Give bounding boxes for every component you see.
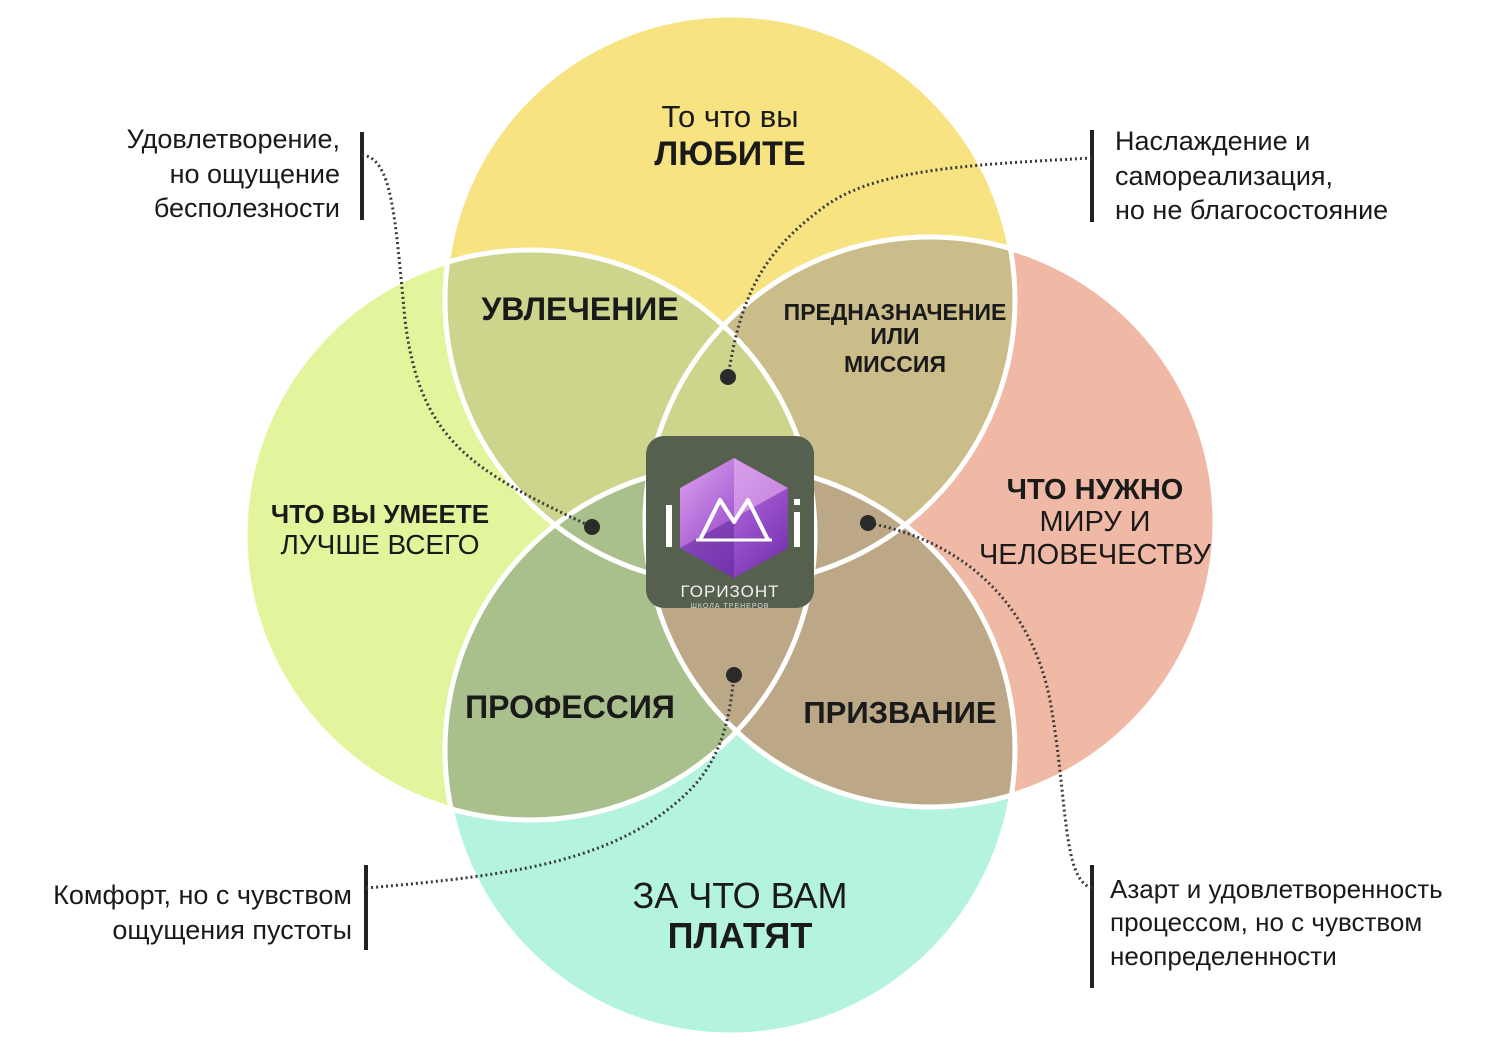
hexagon-mountain-icon (666, 458, 800, 578)
label-passion: УВЛЕЧЕНИЕ (481, 291, 679, 327)
label-profession: ПРОФЕССИЯ (465, 689, 675, 725)
note-top-left-line3: бесполезности (153, 193, 340, 224)
pointer-dot (584, 519, 600, 535)
label-need-line2: МИРУ И (1039, 506, 1151, 539)
pointer-dot (720, 369, 736, 385)
note-top-right: Наслаждение и самореализация, но не благ… (1115, 124, 1475, 228)
pointer-dot (860, 515, 876, 531)
note-bottom-right-line1: Азарт и удовлетворенность (1110, 874, 1443, 904)
note-top-right-line3: но не благосостояние (1115, 195, 1389, 226)
note-bottom-left-line2: ощущения пустоты (112, 914, 352, 945)
label-need: ЧТО НУЖНО МИРУ И ЧЕЛОВЕЧЕСТВУ (960, 474, 1230, 571)
label-mission-line2: ИЛИ (870, 323, 920, 350)
label-good: ЧТО ВЫ УМЕЕТЕ ЛУЧШЕ ВСЕГО (240, 499, 520, 561)
label-mission: ПРЕДНАЗНАЧЕНИЕ ИЛИ МИССИЯ (770, 299, 1020, 378)
label-vocation: ПРИЗВАНИЕ (803, 695, 997, 730)
label-need-line1: ЧТО НУЖНО (1006, 474, 1184, 506)
note-top-right-line1: Наслаждение и (1115, 126, 1311, 156)
note-bottom-right-line2: процессом, но с чувством (1110, 907, 1423, 938)
label-love: То что вы ЛЮБИТЕ (600, 99, 860, 173)
label-paid-line1: ЗА ЧТО ВАМ (632, 875, 848, 916)
label-love-line1: То что вы (661, 99, 799, 134)
logo-tagline: ШКОЛА ТРЕНЕРОВ (690, 603, 770, 610)
note-bottom-left: Комфорт, но с чувством ощущения пустоты (0, 878, 352, 947)
label-paid-line2: ПЛАТЯТ (667, 915, 813, 957)
label-mission-line3: МИССИЯ (844, 351, 946, 378)
note-top-left: Удовлетворение, но ощущение бесполезност… (40, 122, 340, 226)
note-bottom-right-line3: неопределенности (1110, 940, 1337, 971)
label-good-line1: ЧТО ВЫ УМЕЕТЕ (270, 499, 490, 529)
label-love-line2: ЛЮБИТЕ (654, 134, 806, 173)
note-top-left-line2: но ощущение (169, 158, 340, 189)
note-bottom-left-line1: Комфорт, но с чувством (53, 880, 352, 910)
label-mission-line1: ПРЕДНАЗНАЧЕНИЕ (783, 299, 1007, 325)
logo-name: ГОРИЗОНТ (680, 582, 780, 601)
label-good-line2: ЛУЧШЕ ВСЕГО (280, 529, 480, 561)
pointer-dot (726, 667, 742, 683)
note-top-left-line1: Удовлетворение, (126, 124, 340, 154)
note-bottom-right: Азарт и удовлетворенность процессом, но … (1110, 873, 1506, 973)
note-top-right-line2: самореализация, (1115, 160, 1334, 191)
label-paid: ЗА ЧТО ВАМ ПЛАТЯТ (590, 875, 890, 957)
label-need-line3: ЧЕЛОВЕЧЕСТВУ (978, 538, 1212, 571)
